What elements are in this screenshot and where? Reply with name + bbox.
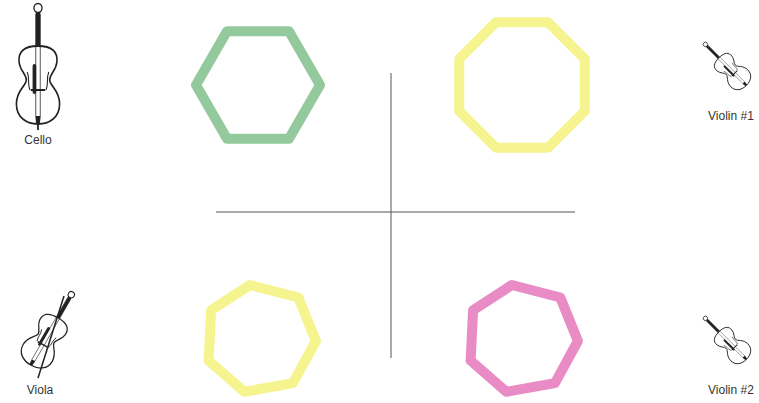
viola-icon [16, 284, 87, 374]
heptagon [209, 285, 316, 392]
violin-icon [695, 34, 755, 94]
cello-icon [16, 4, 59, 131]
hexagon [196, 31, 320, 138]
octagon [459, 22, 585, 148]
instrument-label: Cello [24, 133, 51, 147]
bow [38, 296, 64, 378]
heptagon [471, 285, 578, 392]
violin-icon [695, 308, 755, 368]
cross-lines [216, 73, 575, 358]
instrument-label: Viola [27, 383, 53, 397]
instrument-label: Violin #2 [708, 383, 754, 397]
instrument-label: Violin #1 [708, 109, 754, 123]
